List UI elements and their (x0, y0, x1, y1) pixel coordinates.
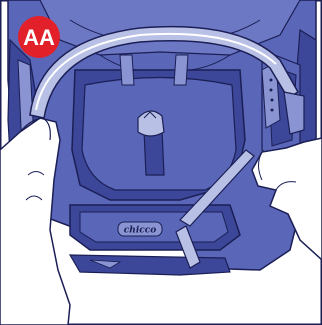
step-label: AA (23, 25, 55, 50)
brand-logo-text: chicco (124, 226, 156, 236)
step-badge: AA (18, 16, 60, 58)
footrest: chicco (70, 205, 240, 250)
